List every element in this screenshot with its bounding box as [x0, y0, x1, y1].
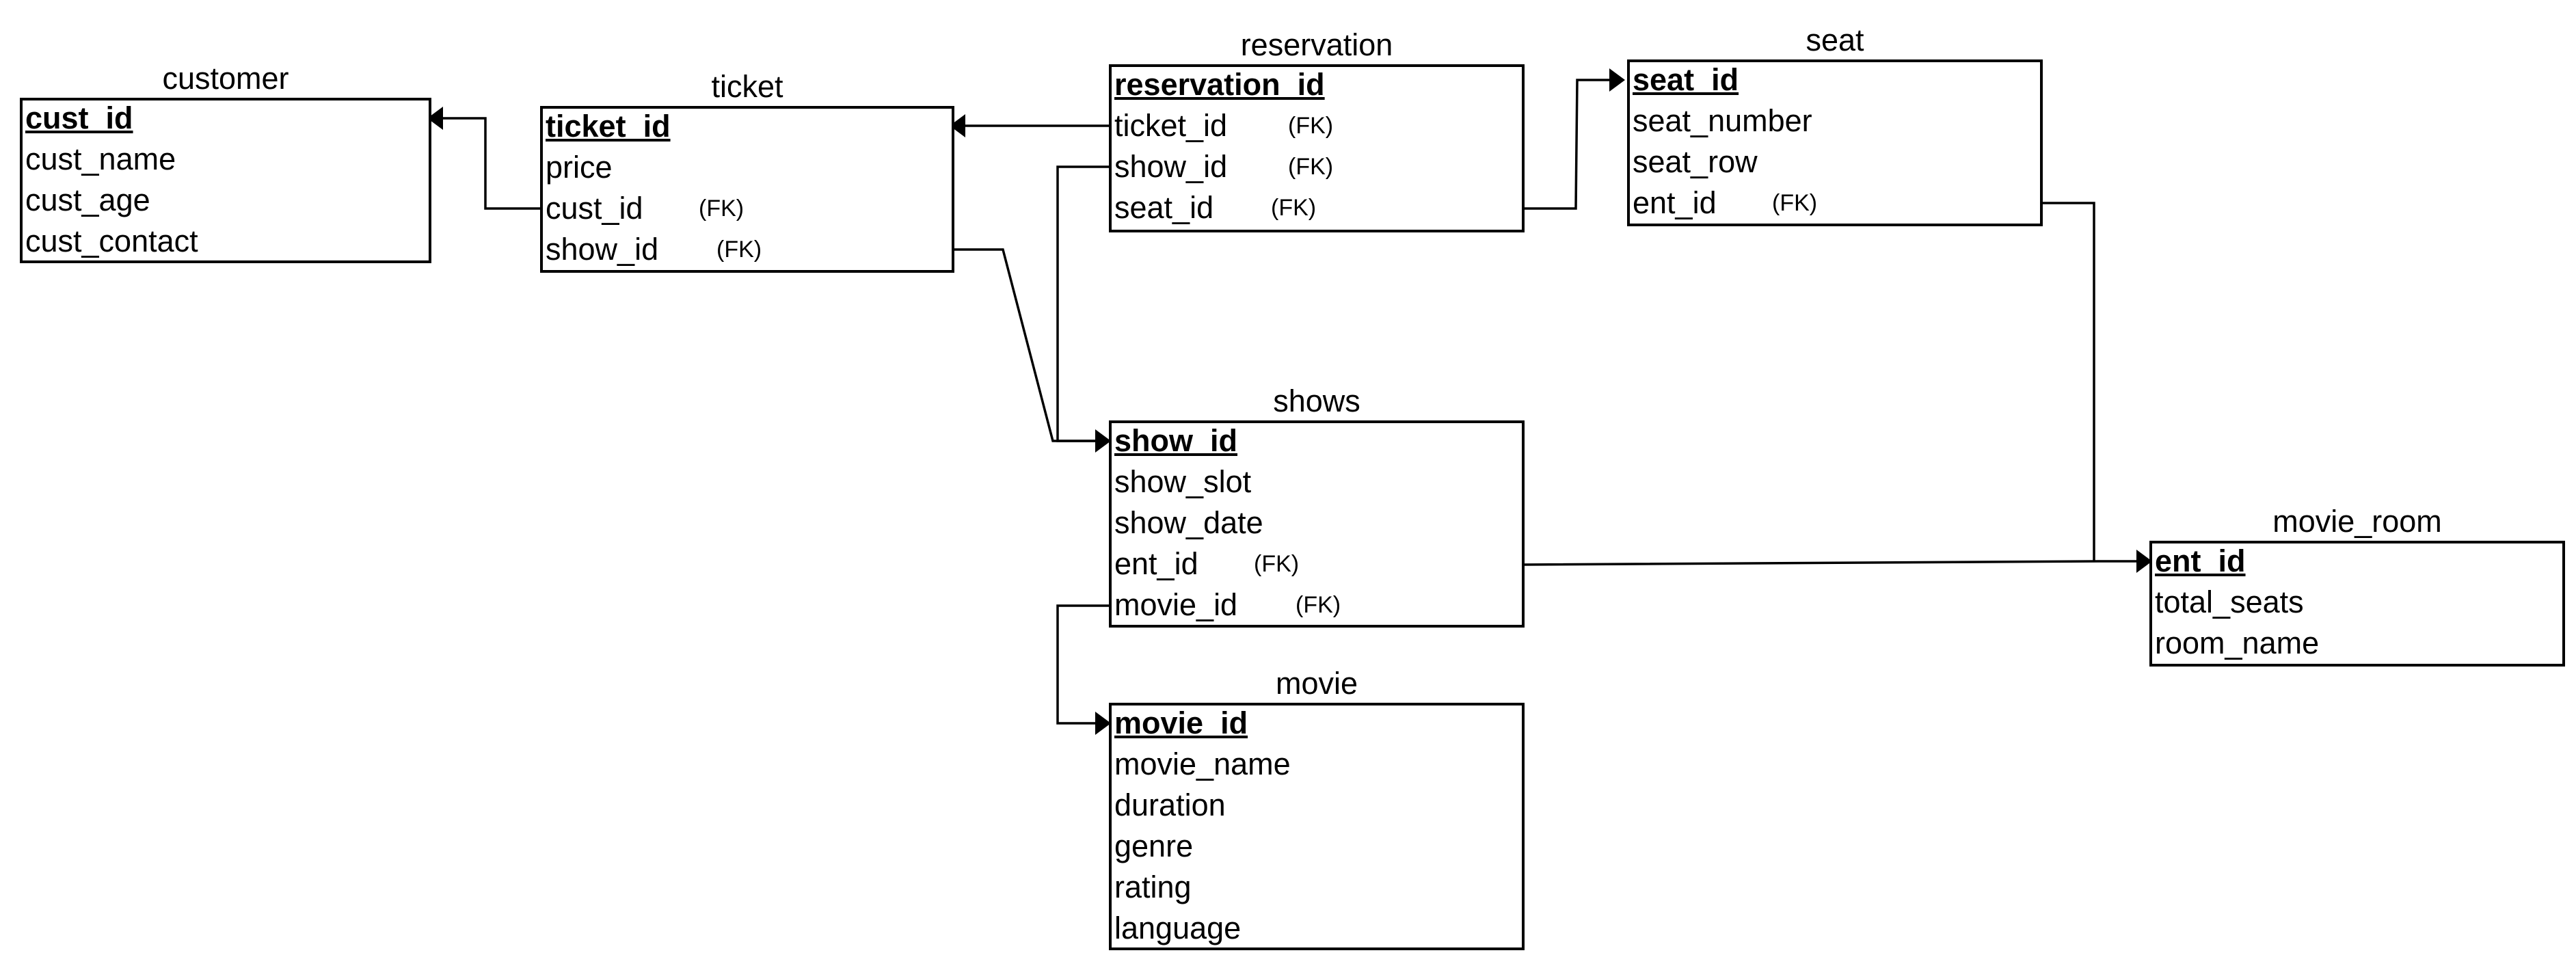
attribute: cust_name — [25, 142, 176, 176]
entity-title: movie — [1275, 666, 1358, 701]
fk-marker: (FK) — [1772, 190, 1818, 216]
entity-ticket: ticket ticket_id price cust_id (FK) show… — [540, 70, 954, 273]
attribute: cust_contact — [25, 224, 198, 258]
entity-movie: movie movie_id movie_name duration genre… — [1109, 667, 1525, 950]
entity-customer: customer cust_id cust_name cust_age cust… — [20, 62, 431, 263]
attribute: cust_age — [25, 183, 150, 217]
primary-key: reservation_id — [1114, 67, 1325, 102]
attribute: seat_id — [1114, 190, 1214, 225]
attribute: cust_id — [546, 191, 643, 226]
connector-shows-movie-to-movie — [1056, 604, 1111, 725]
primary-key: show_id — [1114, 423, 1238, 458]
attribute: show_date — [1114, 505, 1263, 540]
arrowhead-movie-room — [2136, 550, 2152, 573]
fk-marker: (FK) — [699, 196, 744, 221]
entity-box — [20, 98, 431, 263]
arrowhead-seat — [1609, 68, 1625, 92]
primary-key: ticket_id — [546, 109, 671, 144]
fk-marker: (FK) — [1288, 154, 1334, 180]
fk-marker: (FK) — [716, 237, 762, 263]
connector-reservation-show-to-shows — [1056, 165, 1111, 442]
attribute: genre — [1114, 829, 1194, 863]
entity-title: reservation — [1240, 27, 1393, 62]
attribute: rating — [1114, 870, 1192, 904]
attribute: duration — [1114, 788, 1226, 822]
arrowhead-ticket — [950, 114, 965, 137]
entity-title: movie_room — [2272, 504, 2442, 539]
entity-box — [540, 106, 954, 273]
connector-reservation-seat-to-seat — [1522, 79, 1609, 210]
entity-title: seat — [1806, 23, 1864, 57]
entity-box — [1109, 420, 1525, 628]
entity-seat: seat seat_id seat_number seat_row ent_id… — [1627, 24, 2043, 226]
entity-box — [1627, 59, 2043, 226]
attribute: language — [1114, 911, 1242, 945]
fk-marker: (FK) — [1288, 113, 1334, 139]
entity-box — [1109, 64, 1525, 232]
attribute: show_id — [1114, 149, 1228, 184]
entity-box — [1109, 703, 1525, 950]
arrowhead-shows-from-ticket — [1095, 429, 1111, 453]
attribute: movie_id — [1114, 587, 1238, 622]
arrowhead-movie — [1095, 712, 1111, 735]
connector-seat-ent-to-movie-room — [2041, 202, 2095, 561]
connector-ticket-cust-to-customer — [443, 117, 542, 210]
attribute: price — [546, 150, 613, 185]
fk-marker: (FK) — [1254, 551, 1300, 577]
connector-ticket-show-to-shows — [952, 248, 1095, 442]
entity-shows: shows show_id show_slot show_date ent_id… — [1109, 385, 1525, 628]
arrowhead-customer — [427, 107, 443, 130]
primary-key: movie_id — [1114, 705, 1248, 740]
entity-movie-room: movie_room ent_id total_seats room_name — [2149, 505, 2565, 667]
primary-key: seat_id — [1633, 62, 1739, 97]
attribute: seat_row — [1633, 144, 1758, 179]
attribute: show_id — [546, 232, 659, 267]
attribute: room_name — [2155, 626, 2320, 660]
entity-reservation: reservation reservation_id ticket_id (FK… — [1109, 29, 1525, 232]
primary-key: ent_id — [2155, 543, 2246, 578]
attribute: ent_id — [1114, 546, 1198, 581]
attribute: seat_number — [1633, 103, 1812, 138]
fk-marker: (FK) — [1271, 195, 1317, 221]
attribute: show_slot — [1114, 464, 1252, 499]
connector-shows-ent-to-movie-room — [1521, 560, 2136, 566]
entity-title: ticket — [711, 69, 783, 104]
attribute: ticket_id — [1114, 108, 1228, 143]
fk-marker: (FK) — [1296, 592, 1341, 618]
attribute: total_seats — [2155, 584, 2304, 619]
primary-key: cust_id — [25, 100, 133, 135]
entity-box — [2149, 541, 2565, 667]
entity-title: shows — [1273, 384, 1360, 418]
entity-title: customer — [162, 61, 289, 96]
attribute: ent_id — [1633, 185, 1717, 220]
attribute: movie_name — [1114, 747, 1291, 781]
